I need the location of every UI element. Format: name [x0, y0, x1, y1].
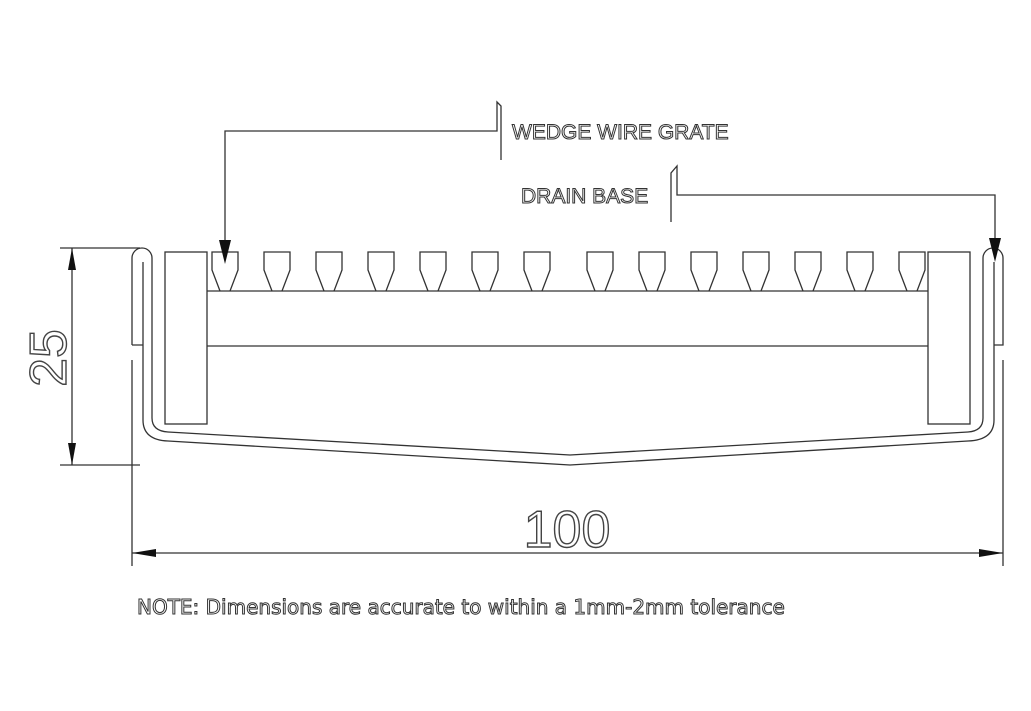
- arrow-head-icon: [68, 248, 76, 270]
- wedge-wire: [742, 251, 770, 292]
- wedge-wire: [315, 251, 343, 292]
- wedge-wire: [263, 251, 291, 292]
- base-leader: [670, 164, 1001, 262]
- height-dimension-value: 25: [20, 329, 78, 387]
- wedge-wire: [586, 251, 614, 292]
- arrow-head-icon: [68, 443, 76, 465]
- wedge-wire: [523, 251, 551, 292]
- wedge-wire: [471, 251, 499, 292]
- wedge-wire: [638, 251, 666, 292]
- arrow-head-icon: [219, 240, 231, 264]
- arrow-head-icon: [989, 238, 1001, 262]
- wedge-wire: [419, 251, 447, 292]
- width-dimension: [131, 360, 1004, 566]
- grate-leader: [219, 100, 502, 264]
- drain-base-channel: [131, 247, 1004, 466]
- left-support-block: [164, 251, 208, 425]
- height-dimension: [60, 247, 140, 466]
- width-dimension-value: 100: [524, 501, 611, 559]
- wedge-wires: [211, 251, 926, 292]
- arrow-head-icon: [132, 549, 156, 557]
- tolerance-note: NOTE: Dimensions are accurate to within …: [137, 595, 785, 619]
- wedge-wire: [794, 251, 822, 292]
- wedge-wire: [898, 251, 926, 292]
- right-support-block: [927, 251, 971, 425]
- wedge-wire: [690, 251, 718, 292]
- wedge-wire: [846, 251, 874, 292]
- grate-label: WEDGE WIRE GRATE: [512, 121, 729, 144]
- wedge-wire: [367, 251, 395, 292]
- base-label: DRAIN BASE: [521, 185, 648, 208]
- arrow-head-icon: [979, 549, 1003, 557]
